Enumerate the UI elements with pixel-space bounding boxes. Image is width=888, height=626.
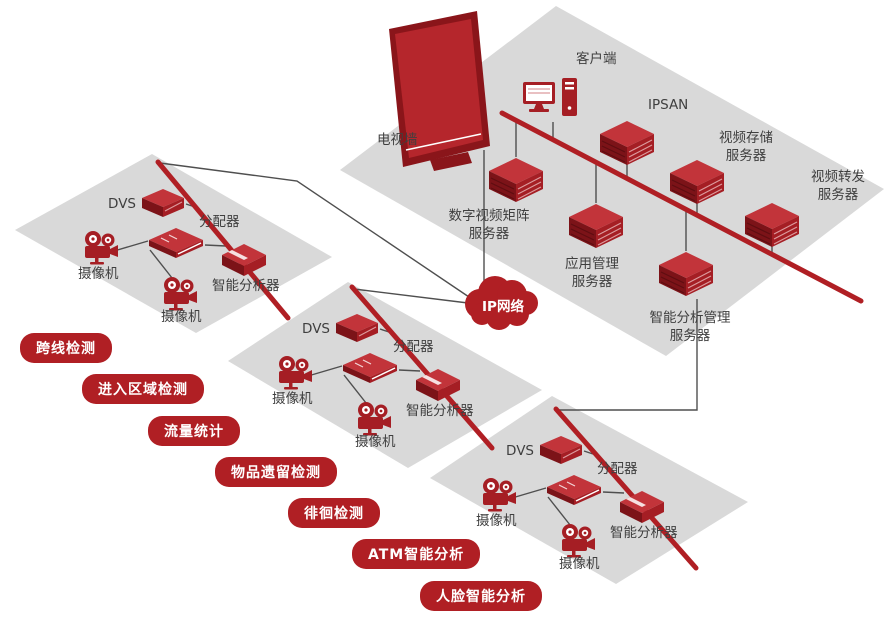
site1-to-cloud-link — [159, 162, 470, 298]
site3-bus — [553, 406, 699, 571]
site2-camera-top-icon — [279, 356, 312, 390]
site3-analyzer-icon — [620, 491, 664, 523]
site1-dvs-icon — [141, 188, 185, 218]
video-matrix-label: 数字视频矩阵 服务器 — [448, 208, 530, 242]
video-forward-label: 视频转发 服务器 — [811, 169, 865, 203]
site3-to-core-link — [558, 299, 698, 411]
site3-camera-top-icon — [483, 478, 516, 512]
site3-distributor-icon — [546, 474, 602, 506]
feature-tag-atm: ATM智能分析 — [352, 539, 481, 569]
site1-camera-top-link — [113, 240, 149, 252]
site2-to-cloud-link — [353, 288, 469, 304]
feature-tag-intrusion: 进入区域检测 — [82, 374, 204, 404]
site3-camera-bottom-label: 摄像机 — [559, 556, 600, 572]
site2-distributor-label: 分配器 — [393, 339, 434, 355]
site2-bus — [349, 284, 495, 451]
ip-cloud-label: IP网络 — [482, 298, 524, 315]
site1-camera-bottom-label: 摄像机 — [161, 309, 202, 325]
site2-dvs-label: DVS — [302, 321, 330, 337]
site2-distributor-icon — [342, 352, 398, 384]
site3-distributor-label: 分配器 — [597, 461, 638, 477]
feature-tag-left-object: 物品遗留检测 — [215, 457, 337, 487]
site3-camera-top-label: 摄像机 — [476, 513, 517, 529]
feature-tag-crossline: 跨线检测 — [20, 333, 112, 363]
ip-cloud: IP网络 — [465, 276, 538, 330]
tv-wall-label: 电视墙 — [377, 132, 418, 148]
site3-camera-top-link — [511, 487, 547, 499]
intel-mgmt-server-icon — [658, 251, 714, 297]
site1-camera-top-label: 摄像机 — [78, 266, 119, 282]
site3-dvs-stem — [583, 450, 594, 455]
feature-tag-traffic: 流量统计 — [148, 416, 240, 446]
site1-analyzer-label: 智能分析器 — [212, 278, 280, 294]
core-bus — [499, 110, 864, 304]
site2-camera-top-label: 摄像机 — [272, 391, 313, 407]
site2-analyzer-icon — [416, 369, 460, 401]
client-computer-icon — [522, 77, 578, 117]
site1-distributor-icon — [148, 227, 204, 259]
site1-bus — [155, 159, 291, 321]
ipsan-label: IPSAN — [648, 97, 689, 113]
site3-analyzer-label: 智能分析器 — [610, 525, 678, 541]
site2-camera-bottom-label: 摄像机 — [355, 434, 396, 450]
video-matrix-server-icon — [488, 157, 544, 203]
site3-dvs-label: DVS — [506, 443, 534, 459]
site2-camera-top-link — [307, 365, 343, 377]
site2-analyzer-label: 智能分析器 — [406, 403, 474, 419]
site2-dvs-icon — [335, 313, 379, 343]
feature-tag-face: 人脸智能分析 — [420, 581, 542, 611]
intel-mgmt-label: 智能分析管理 服务器 — [649, 310, 731, 344]
video-storage-label: 视频存储 服务器 — [719, 130, 773, 164]
site1-splitter-stem — [204, 244, 227, 247]
site1-dvs-label: DVS — [108, 196, 136, 212]
site3-dvs-icon — [539, 435, 583, 465]
feature-tag-loitering: 徘徊检测 — [288, 498, 380, 528]
video-forward-server-icon — [744, 202, 800, 248]
site1-camera-top-icon — [85, 231, 118, 265]
app-mgmt-server-icon — [568, 203, 624, 249]
site3-splitter-stem — [602, 491, 625, 494]
tv-wall-icon — [389, 11, 490, 171]
site1-analyzer-icon — [222, 244, 266, 276]
client-label: 客户端 — [576, 51, 617, 67]
app-mgmt-label: 应用管理 服务器 — [565, 256, 619, 290]
video-storage-server-icon — [669, 159, 725, 205]
site2-splitter-stem — [398, 369, 421, 372]
site1-distributor-label: 分配器 — [199, 214, 240, 230]
ipsan-server-icon — [599, 120, 655, 166]
